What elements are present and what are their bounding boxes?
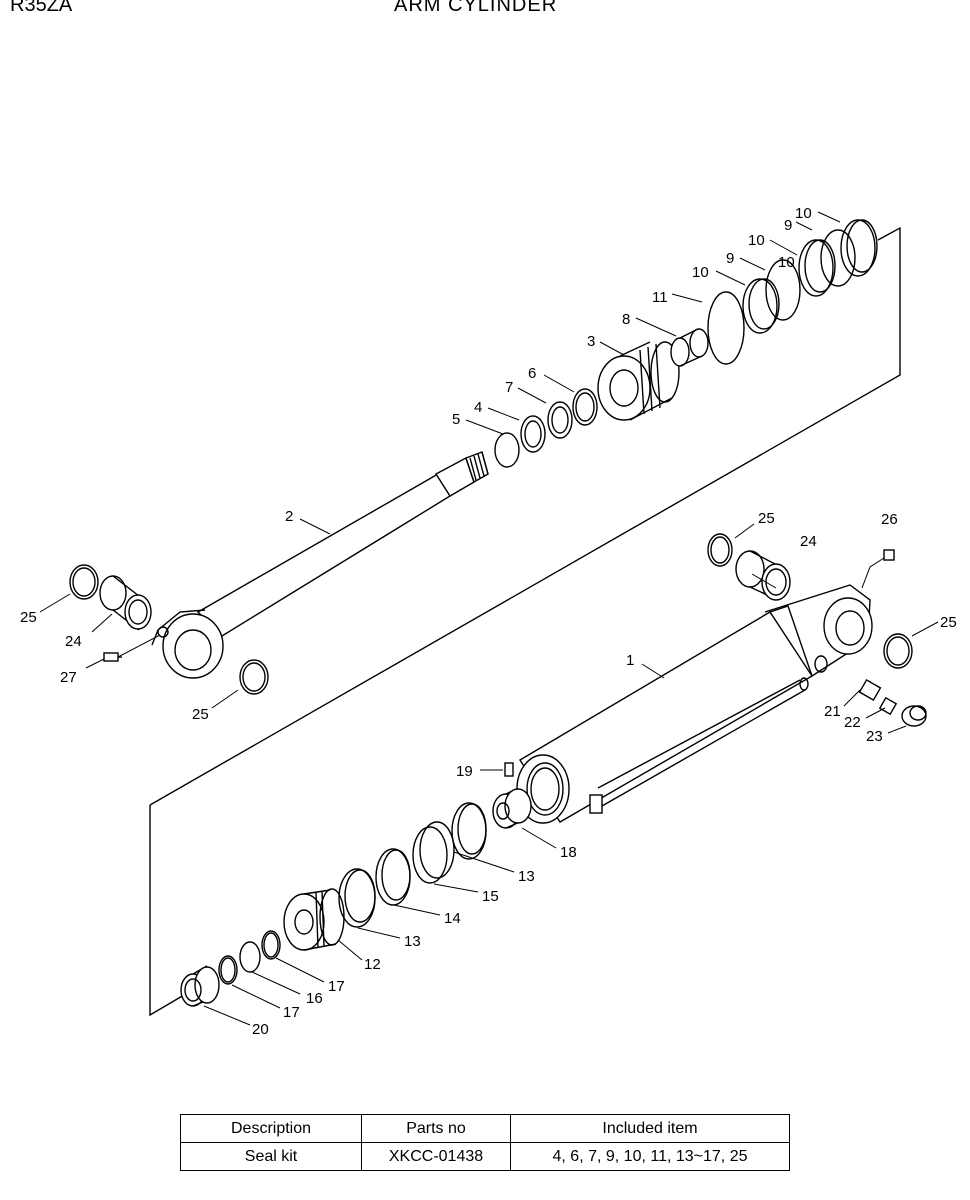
callout: 11 [652,289,668,306]
callout: 25 [192,706,209,723]
cell-included-item: 4, 6, 7, 9, 10, 11, 13~17, 25 [510,1142,790,1171]
cylinder-head-eye [764,584,873,677]
ring-13-b [338,868,376,928]
callout: 17 [328,978,345,995]
cylinder-tube [516,611,813,824]
table-row: Seal kit XKCC-01438 4, 6, 7, 9, 10, 11, … [180,1142,790,1171]
callout: 8 [622,311,630,328]
table-header-row: Description Parts no Included item [180,1114,790,1143]
callout: 2 [285,508,293,525]
oring-11 [707,291,745,365]
ring-14 [375,848,411,906]
callout-labels: 1 2 3 4 5 6 7 8 9 9 10 10 10 10 11 12 13… [20,205,957,1038]
bushing-8 [670,328,709,367]
nut-18 [492,788,532,829]
part-23 [901,705,927,727]
callout: 7 [505,379,513,396]
callout: 26 [881,511,898,528]
header-description: Description [180,1114,362,1143]
callout: 27 [60,669,77,686]
callout: 25 [758,510,775,527]
leader-lines [39,211,939,1026]
callout: 13 [518,868,535,885]
callout: 25 [940,614,957,631]
callout: 9 [784,217,792,234]
part-21 [858,678,882,702]
ring-10-c [840,219,878,277]
seal-kit-table: Description Parts no Included item Seal … [180,1114,790,1171]
bushing-24-right [735,550,791,601]
callout: 21 [824,703,841,720]
callout: 10 [778,254,795,271]
ring-10-a [742,278,780,334]
callout: 17 [283,1004,300,1021]
cell-description: Seal kit [180,1142,362,1171]
callout: 25 [20,609,37,626]
callout: 14 [444,910,461,927]
ring-17-b [218,955,238,985]
ring-17-a [261,930,281,960]
ring-25-left [69,564,99,600]
ring-15 [412,821,455,884]
ring-10-b [798,239,836,297]
callout: 12 [364,956,381,973]
callout: 19 [456,763,473,780]
callout: 4 [474,399,482,416]
callout: 16 [306,990,323,1007]
seal-7 [547,401,573,439]
grease-nipple-27 [103,652,122,662]
callout: 24 [800,533,817,550]
piston-rod [196,451,489,637]
callout: 5 [452,411,460,428]
callout: 18 [560,844,577,861]
callout: 10 [692,264,709,281]
callout: 22 [844,714,861,731]
ring-16 [239,941,261,973]
nipple-26 [883,549,895,561]
page-title: ARM CYLINDER [394,0,558,16]
ring-5 [494,432,520,468]
callout: 6 [528,365,536,382]
gland-3 [597,341,680,421]
model-code: R35ZA [10,0,73,16]
callout: 24 [65,633,82,650]
ring-9-a [765,259,801,321]
bushing-20 [180,965,220,1007]
ring-13-a [451,802,487,860]
exploded-parts-diagram: 1 2 3 4 5 6 7 8 9 9 10 10 10 10 11 12 13… [20,205,957,1038]
seal-6 [572,388,598,426]
ring-9-b [820,229,856,287]
frame-outline [149,805,185,1017]
callout: 9 [726,250,734,267]
callout: 13 [404,933,421,950]
header-parts-no: Parts no [361,1114,511,1143]
ring-25-right [883,633,913,669]
callout: 1 [626,652,634,669]
callout: 20 [252,1021,269,1038]
rod-eye [151,609,224,679]
bushing-24-left [99,575,152,631]
ring-25-lower [239,659,269,695]
part-22 [878,696,898,716]
seal-4 [520,415,546,453]
callout: 10 [748,232,765,249]
callout: 10 [795,205,812,222]
ring-25-top [707,533,733,567]
callout: 3 [587,333,595,350]
setscrew-19 [504,762,514,777]
header-included-item: Included item [510,1114,790,1143]
cell-parts-no: XKCC-01438 [361,1142,511,1171]
piston-12 [283,888,345,951]
callout: 23 [866,728,883,745]
frame-outline-top [149,226,901,806]
callout: 15 [482,888,499,905]
